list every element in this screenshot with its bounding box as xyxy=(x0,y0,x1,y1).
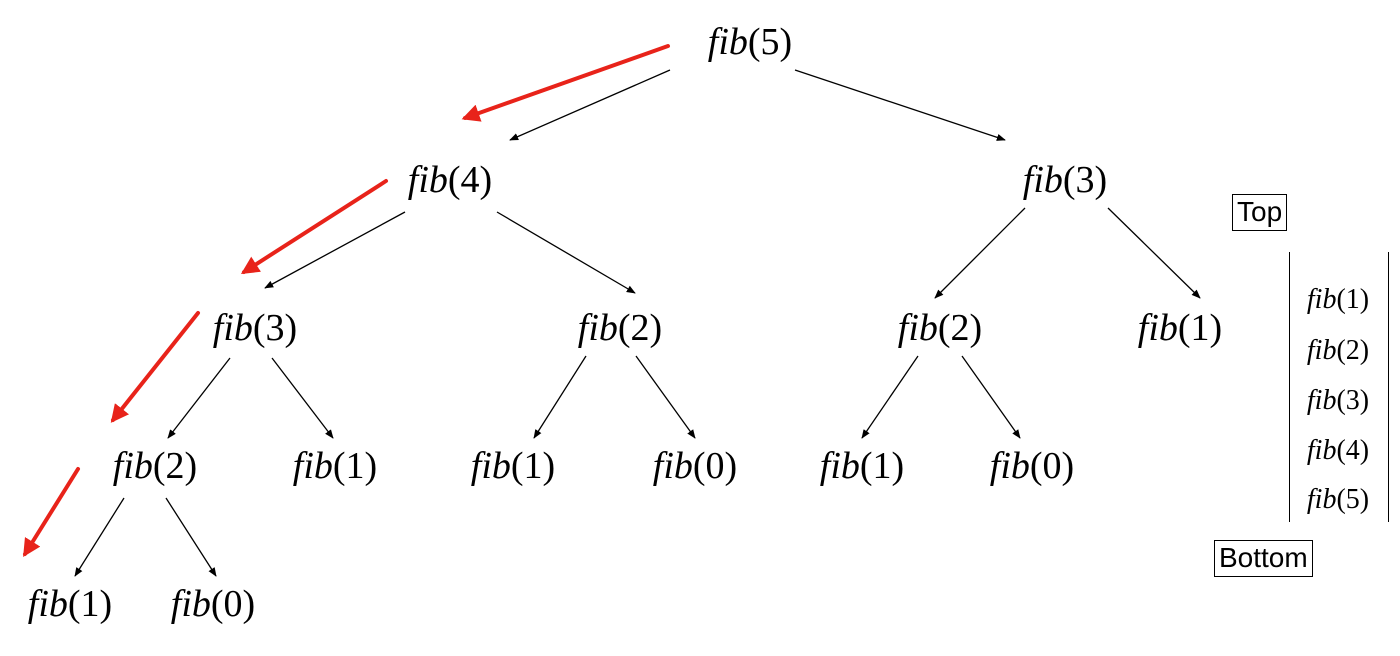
function-argument: (1) xyxy=(1177,307,1223,349)
function-name: fib xyxy=(1306,284,1337,315)
tree-node-n5: fib(5) xyxy=(708,23,792,61)
function-name: fib xyxy=(407,159,448,201)
function-argument: (2) xyxy=(937,307,983,349)
function-name: fib xyxy=(1306,335,1337,366)
tree-edge-n4-n3l xyxy=(264,211,406,289)
tree-edge-n2a-n1e xyxy=(74,497,125,577)
traversal-arrow-4 xyxy=(23,467,80,558)
tree-node-n3l: fib(3) xyxy=(213,309,297,347)
function-argument: (4) xyxy=(1336,435,1370,466)
function-name: fib xyxy=(212,307,253,349)
tree-edge-n2b-n0a xyxy=(635,355,696,439)
tree-edge-n3l-n1a xyxy=(271,357,334,439)
stack-frame-2: fib(2) xyxy=(1307,337,1369,365)
tree-node-n0c: fib(0) xyxy=(171,585,255,623)
function-argument: (1) xyxy=(332,445,378,487)
function-name: fib xyxy=(897,307,938,349)
function-argument: (2) xyxy=(152,445,198,487)
function-argument: (1) xyxy=(510,445,556,487)
function-name: fib xyxy=(989,445,1030,487)
tree-node-n1e: fib(1) xyxy=(28,585,112,623)
stack-frame-3: fib(3) xyxy=(1307,387,1369,415)
function-argument: (5) xyxy=(747,21,793,63)
tree-edge-n2b-n1b xyxy=(533,355,587,439)
function-argument: (0) xyxy=(210,583,256,625)
tree-edge-n5-n4 xyxy=(509,69,671,141)
tree-edge-n3r-n1c xyxy=(1107,207,1201,299)
function-name: fib xyxy=(27,583,68,625)
traversal-arrow-3 xyxy=(110,311,200,423)
function-name: fib xyxy=(112,445,153,487)
function-argument: (2) xyxy=(617,307,663,349)
tree-node-n1c: fib(1) xyxy=(1138,309,1222,347)
tree-node-n2a: fib(2) xyxy=(113,447,197,485)
tree-node-n1b: fib(1) xyxy=(471,447,555,485)
function-name: fib xyxy=(1306,484,1337,515)
function-name: fib xyxy=(292,445,333,487)
function-argument: (1) xyxy=(67,583,113,625)
tree-node-n0a: fib(0) xyxy=(653,447,737,485)
tree-node-n1d: fib(1) xyxy=(820,447,904,485)
stack-top-label: Top xyxy=(1232,194,1288,231)
traversal-arrow-2 xyxy=(240,179,388,274)
tree-edge-n4-n2b xyxy=(496,211,636,294)
function-name: fib xyxy=(1306,435,1337,466)
stack-frame-4: fib(4) xyxy=(1307,437,1369,465)
tree-node-n0b: fib(0) xyxy=(990,447,1074,485)
function-argument: (4) xyxy=(447,159,493,201)
function-name: fib xyxy=(577,307,618,349)
stack-bottom-label: Bottom xyxy=(1214,540,1313,577)
function-name: fib xyxy=(1137,307,1178,349)
function-argument: (2) xyxy=(1336,335,1370,366)
tree-node-n4: fib(4) xyxy=(408,161,492,199)
function-argument: (0) xyxy=(692,445,738,487)
function-argument: (3) xyxy=(1062,159,1108,201)
function-name: fib xyxy=(470,445,511,487)
function-argument: (0) xyxy=(1029,445,1075,487)
function-name: fib xyxy=(1306,385,1337,416)
tree-edge-n5-n3r xyxy=(794,69,1006,141)
stack-frame-5: fib(5) xyxy=(1307,486,1369,514)
tree-edge-n2a-n0c xyxy=(165,497,217,577)
tree-node-n2c: fib(2) xyxy=(898,309,982,347)
function-name: fib xyxy=(652,445,693,487)
tree-node-n3r: fib(3) xyxy=(1023,161,1107,199)
function-name: fib xyxy=(819,445,860,487)
tree-edge-n2c-n0b xyxy=(961,355,1021,439)
function-argument: (1) xyxy=(859,445,905,487)
function-name: fib xyxy=(1022,159,1063,201)
tree-edge-n3r-n2c xyxy=(934,207,1026,299)
function-argument: (1) xyxy=(1336,284,1370,315)
traversal-arrows xyxy=(23,44,670,558)
traversal-arrow-1 xyxy=(461,44,670,122)
function-argument: (3) xyxy=(252,307,298,349)
tree-edge-n3l-n2a xyxy=(167,357,231,439)
stack-frame-1: fib(1) xyxy=(1307,286,1369,314)
tree-node-n2b: fib(2) xyxy=(578,309,662,347)
function-argument: (5) xyxy=(1336,484,1370,515)
tree-edge-n2c-n1d xyxy=(861,355,919,439)
call-stack xyxy=(1289,252,1389,522)
function-name: fib xyxy=(170,583,211,625)
tree-edges xyxy=(74,69,1201,577)
tree-node-n1a: fib(1) xyxy=(293,447,377,485)
function-name: fib xyxy=(707,21,748,63)
function-argument: (3) xyxy=(1336,385,1370,416)
